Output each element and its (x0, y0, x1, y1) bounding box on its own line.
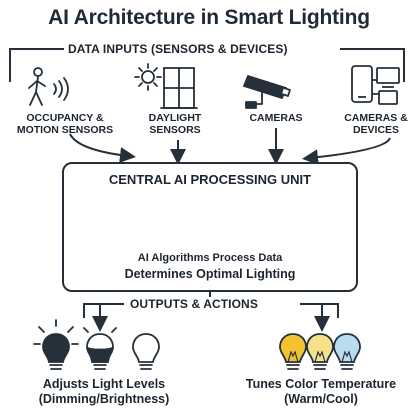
bulb-cool (333, 333, 361, 370)
input-label-cameras: CAMERAS (236, 112, 316, 124)
input-bracket (9, 48, 405, 82)
bulb-warm (279, 333, 307, 370)
bulb-neutral (306, 333, 334, 370)
output-label-color-temp: Tunes Color Temperature (Warm/Cool) (226, 377, 416, 407)
output-label-color-temp-line1: Tunes Color Temperature (245, 377, 397, 391)
arrow-devices (302, 137, 391, 166)
input-label-occupancy: OCCUPANCY & MOTION SENSORS (10, 112, 120, 136)
input-label-devices: CAMERAS & DEVICES (336, 112, 416, 136)
outputs-section-label: OUTPUTS & ACTIONS (126, 297, 262, 311)
input-label-daylight-line2: SENSORS (149, 124, 201, 136)
input-label-daylight: DAYLIGHT SENSORS (135, 112, 215, 136)
input-arrows (69, 128, 391, 166)
output-label-color-temp-line2: (Warm/Cool) (284, 392, 358, 406)
color-temperature-bulbs-icon (279, 333, 361, 370)
input-label-occupancy-line2: MOTION SENSORS (16, 124, 114, 136)
dimming-bulbs-icon (33, 319, 160, 370)
input-label-devices-line1: CAMERAS & (344, 112, 408, 124)
output-label-dimming: Adjusts Light Levels (Dimming/Brightness… (14, 377, 194, 407)
output-label-dimming-line2: (Dimming/Brightness) (38, 392, 170, 406)
input-label-cameras-line1: CAMERAS (249, 112, 303, 124)
motion-sensor-icon (28, 67, 69, 106)
processing-unit-box (62, 162, 358, 292)
input-label-occupancy-line1: OCCUPANCY & (26, 112, 104, 124)
diagram-title: AI Architecture in Smart Lighting (48, 6, 370, 29)
processing-unit-line1: AI Algorithms Process Data (137, 252, 283, 264)
bulb-medium (83, 320, 117, 370)
processing-unit-title: CENTRAL AI PROCESSING UNIT (108, 172, 312, 187)
devices-icon (351, 65, 400, 105)
input-label-daylight-line1: DAYLIGHT (148, 112, 202, 124)
bulb-off (132, 333, 160, 370)
bulb-dark (33, 319, 79, 370)
output-label-dimming-line1: Adjusts Light Levels (42, 377, 166, 391)
processing-unit-line2: Determines Optimal Lighting (124, 267, 296, 281)
arrow-occupancy (69, 133, 136, 163)
inputs-section-label: DATA INPUTS (SENSORS & DEVICES) (64, 42, 292, 56)
camera-icon (243, 75, 291, 109)
daylight-window-icon (134, 63, 198, 109)
input-label-devices-line2: DEVICES (352, 124, 400, 136)
